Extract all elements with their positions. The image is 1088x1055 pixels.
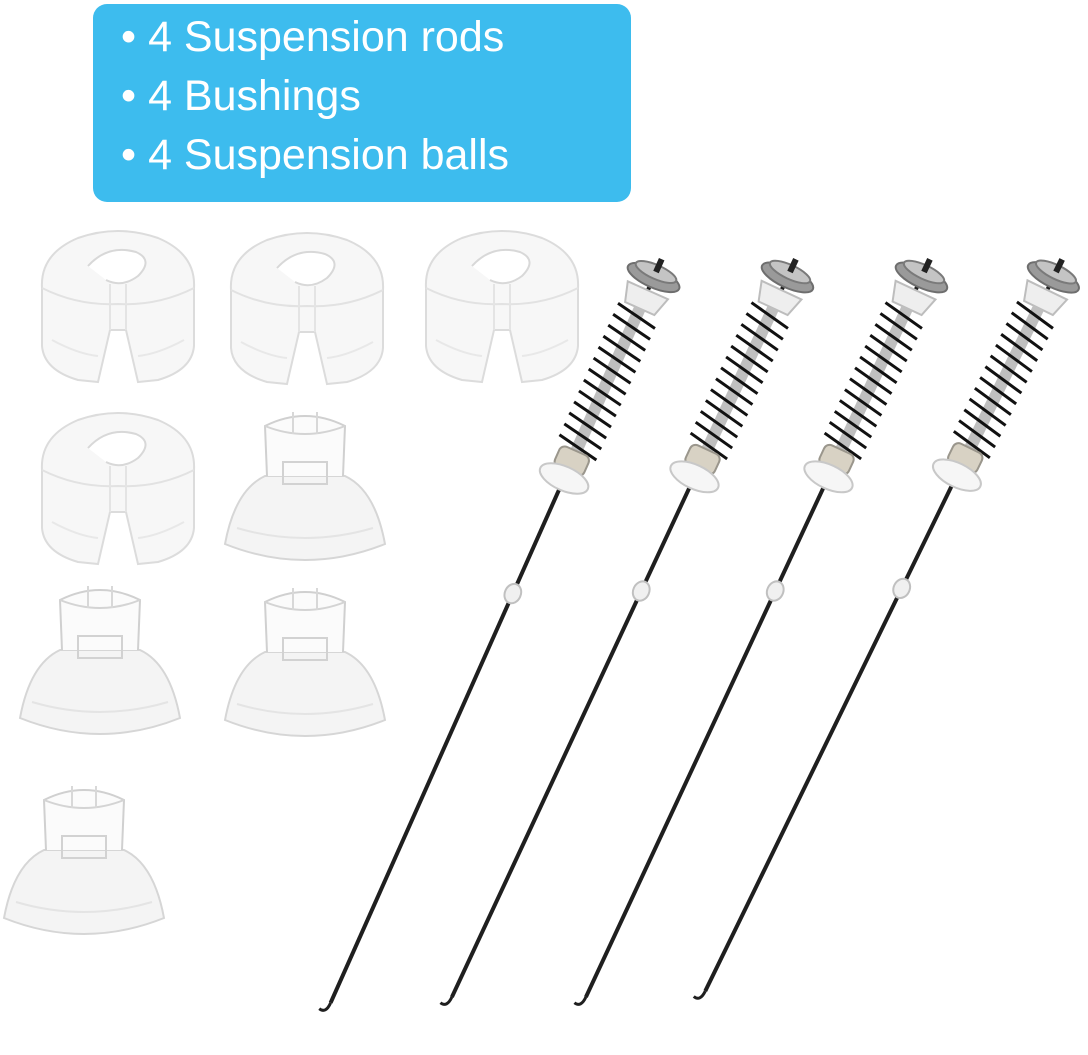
suspension-ball: [424, 230, 580, 383]
contents-item-rods: •4 Suspension rods: [121, 13, 505, 61]
contents-item-bushings: •4 Bushings: [121, 72, 361, 120]
bushing: [224, 587, 386, 737]
suspension-ball: [40, 230, 196, 383]
contents-item-bushings-label: 4 Bushings: [148, 72, 361, 120]
bushing: [224, 411, 386, 561]
contents-item-rods-label: 4 Suspension rods: [148, 13, 505, 61]
bushing: [3, 785, 165, 935]
contents-list: •4 Suspension rods •4 Bushings •4 Suspen…: [121, 8, 631, 185]
contents-callout: •4 Suspension rods •4 Bushings •4 Suspen…: [93, 4, 631, 202]
bushing: [19, 585, 181, 735]
contents-item-balls-label: 4 Suspension balls: [148, 131, 510, 179]
contents-item-balls: •4 Suspension balls: [121, 131, 510, 179]
suspension-ball: [40, 412, 196, 565]
suspension-ball: [229, 232, 385, 385]
